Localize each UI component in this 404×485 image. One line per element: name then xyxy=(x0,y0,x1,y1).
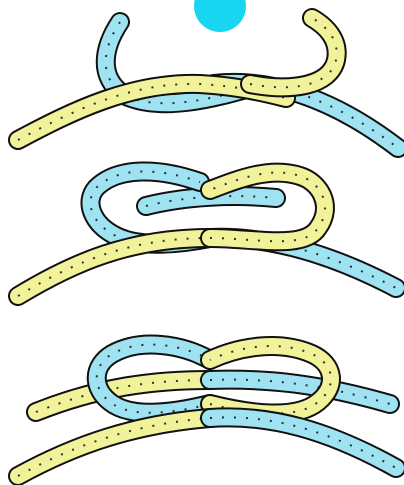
rope-a-tail xyxy=(18,238,210,296)
step-2 xyxy=(18,171,396,296)
top-accent-circle xyxy=(194,0,246,32)
step-3 xyxy=(18,345,396,476)
step-1 xyxy=(18,18,398,148)
